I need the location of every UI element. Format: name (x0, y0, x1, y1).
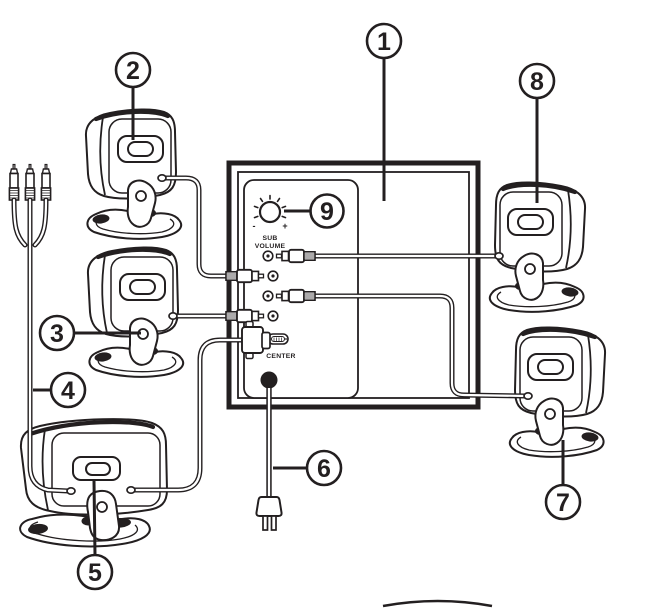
center-speaker-stand-bracket (86, 489, 121, 542)
callout-5-circle (76, 553, 114, 591)
power-cord-grommet (260, 371, 278, 389)
center-speaker-handle-inner (85, 462, 111, 476)
rca-row3-right (262, 288, 316, 304)
callout-6: 6 (273, 449, 343, 487)
subwoofer-inner-border (237, 171, 470, 399)
rca-plug (288, 288, 305, 304)
partial-object-edge (382, 599, 493, 608)
mini-plug-3 (40, 163, 52, 201)
rca-row2-left (225, 268, 279, 284)
callout-8-circle (518, 62, 556, 100)
callout-4-circle (49, 371, 87, 409)
callout-7-number: 7 (556, 489, 570, 517)
cable-connector-nubs (66, 173, 533, 496)
callout-9-number: 9 (320, 198, 334, 226)
callout-8: 8 (518, 62, 556, 203)
rca-plug (288, 248, 305, 264)
callout-8-number: 8 (530, 68, 544, 96)
callout-1-circle (365, 22, 403, 60)
knob-max-label: + (282, 221, 287, 231)
satellite-speaker-3 (88, 247, 183, 376)
center-port-label: CENTER (266, 353, 295, 360)
callout-3-number: 3 (50, 320, 64, 348)
callout-7-circle (544, 483, 582, 521)
callout-2: 2 (114, 51, 152, 140)
callout-3-circle (38, 314, 76, 352)
rca-plug (236, 268, 253, 284)
knob-tick-marks (253, 194, 287, 219)
mini-plug-1 (8, 163, 20, 201)
callout-3: 3 (38, 314, 141, 352)
callout-2-number: 2 (126, 57, 140, 85)
center-port-assembly: CENTER (241, 320, 295, 360)
knob-min-label: - (253, 221, 256, 231)
callouts: 1 2 3 4 5 6 7 (33, 22, 582, 591)
cables (11, 175, 529, 494)
callout-4: 4 (33, 371, 87, 409)
callout-6-number: 6 (317, 455, 331, 483)
rca-plug (236, 308, 253, 324)
callout-5: 5 (76, 480, 114, 591)
center-speaker-bracket-hole (96, 501, 108, 513)
power-plug (255, 496, 283, 517)
callout-2-circle (114, 51, 152, 89)
subwoofer (226, 160, 481, 410)
center-speaker-foot-left (28, 523, 48, 535)
vga-plug (241, 326, 264, 354)
audio-input-cable-trio (8, 163, 52, 201)
rca-row4-left (225, 308, 279, 324)
power-cord (255, 371, 283, 531)
callout-9: 9 (284, 193, 345, 229)
callout-6-circle (305, 449, 343, 487)
power-plug-prong (270, 515, 277, 531)
knob-label-line2: VOLUME (255, 243, 286, 250)
callout-1: 1 (365, 22, 403, 201)
callout-1-number: 1 (377, 28, 391, 56)
power-plug-prong (262, 515, 269, 531)
callout-5-leader (92, 480, 97, 556)
rca-row1-right (262, 248, 316, 264)
satellite-speaker-7 (510, 327, 605, 456)
center-speaker-side-edge (41, 428, 49, 511)
mini-plug-2 (24, 163, 36, 201)
sub-volume-knob: - + SUB VOLUME (253, 194, 288, 250)
knob-dial (258, 200, 282, 224)
knob-label-line1: SUB (262, 235, 277, 242)
callout-4-number: 4 (61, 377, 75, 405)
callout-7: 7 (544, 440, 582, 521)
callout-9-circle (309, 193, 345, 229)
callout-5-number: 5 (88, 559, 102, 587)
